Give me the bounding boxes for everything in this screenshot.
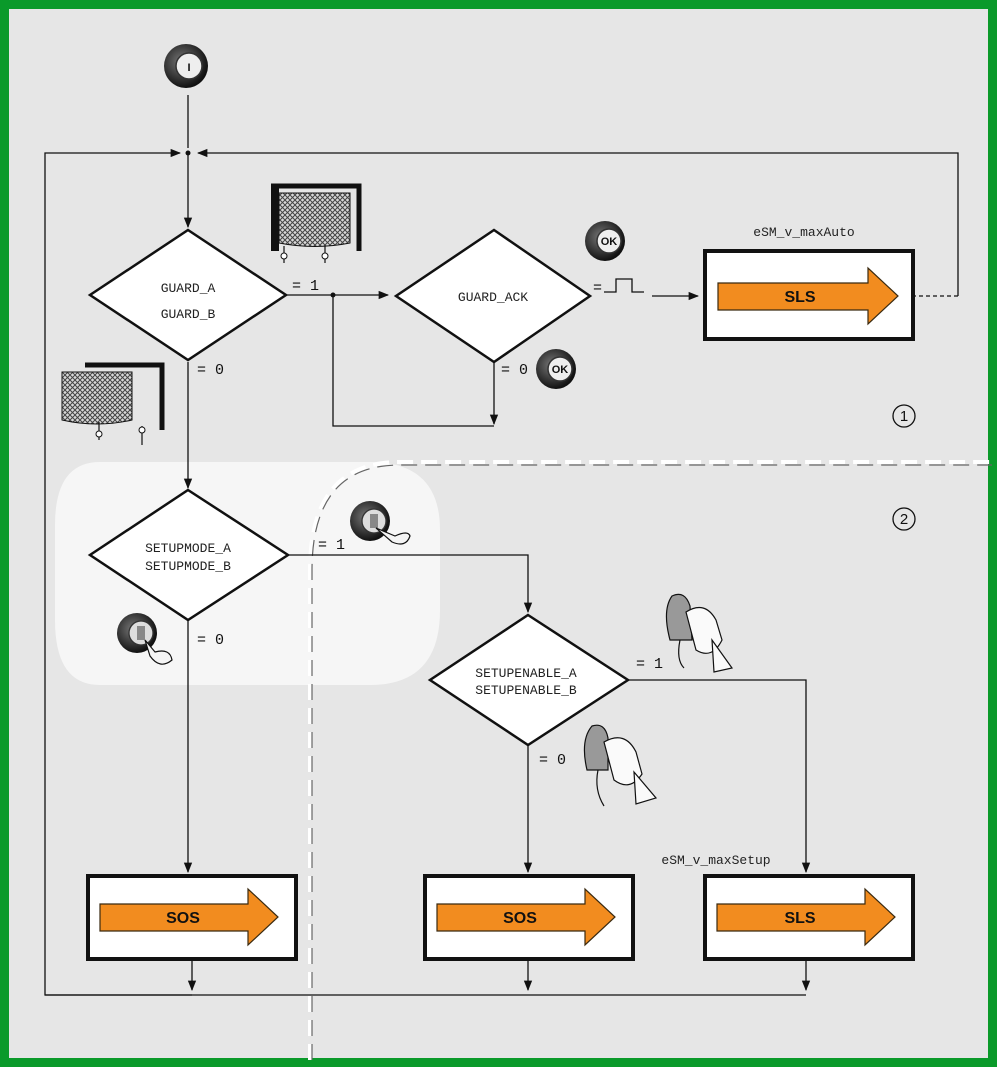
setupmode-a-label: SETUPMODE_A: [145, 541, 231, 556]
zone-1-marker: ① 1: [892, 404, 916, 428]
setupenable-a-label: SETUPENABLE_A: [475, 666, 577, 681]
speed-param-auto-label: eSM_v_maxAuto: [753, 225, 854, 240]
pulse-icon: [604, 278, 644, 293]
guard-ack-label: GUARD_ACK: [458, 290, 528, 305]
setupenable-decision: SETUPENABLE_A SETUPENABLE_B: [427, 613, 631, 747]
sos-left-state: SOS: [86, 874, 298, 961]
sos-mid-state: SOS: [423, 874, 635, 961]
sos-mid-label: SOS: [503, 910, 537, 927]
guard-ack-pulse-label: =: [593, 280, 602, 297]
ok-button-icon: OK: [585, 221, 625, 261]
enable-switch-released-icon: [583, 724, 658, 807]
guard-decision: GUARD_A GUARD_B: [87, 228, 289, 362]
setupenable-1-label: = 1: [636, 656, 663, 673]
sls-setup-state: SLS: [703, 874, 915, 961]
setupmode-0-label: = 0: [197, 632, 224, 649]
svg-text:I: I: [187, 62, 190, 74]
setupmode-b-label: SETUPMODE_B: [145, 559, 231, 574]
svg-text:1: 1: [900, 408, 908, 425]
guard-a-label: GUARD_A: [161, 281, 216, 296]
guard-closed-icon: [271, 183, 362, 263]
guard-ack-0-label: = 0: [501, 362, 528, 379]
key-switch-on-icon: [350, 501, 411, 545]
svg-text:OK: OK: [552, 364, 569, 376]
setupmode-decision: SETUPMODE_A SETUPMODE_B: [87, 488, 291, 622]
enable-switch-pressed-icon: [665, 593, 734, 673]
guard-ack-decision: GUARD_ACK: [393, 228, 593, 364]
setupenable-b-label: SETUPENABLE_B: [475, 683, 577, 698]
sls-auto-label: SLS: [784, 289, 815, 306]
speed-param-setup-label: eSM_v_maxSetup: [661, 853, 770, 868]
setupmode-1-label: = 1: [318, 537, 345, 554]
guard-open-icon: [61, 362, 165, 445]
guard-b-label: GUARD_B: [161, 307, 216, 322]
guard-0-label: = 0: [197, 362, 224, 379]
sos-left-label: SOS: [166, 910, 200, 927]
sls-auto-state: SLS: [703, 249, 915, 341]
svg-text:OK: OK: [601, 236, 618, 248]
guard-1-label: = 1: [292, 278, 319, 295]
svg-text:2: 2: [900, 511, 908, 528]
ok-button-icon: OK: [536, 349, 576, 389]
sls-setup-label: SLS: [784, 910, 815, 927]
zone-2-marker: ② 2: [892, 507, 916, 531]
setupenable-0-label: = 0: [539, 752, 566, 769]
key-switch-off-icon: [117, 613, 173, 665]
power-button-icon: I: [164, 44, 208, 88]
